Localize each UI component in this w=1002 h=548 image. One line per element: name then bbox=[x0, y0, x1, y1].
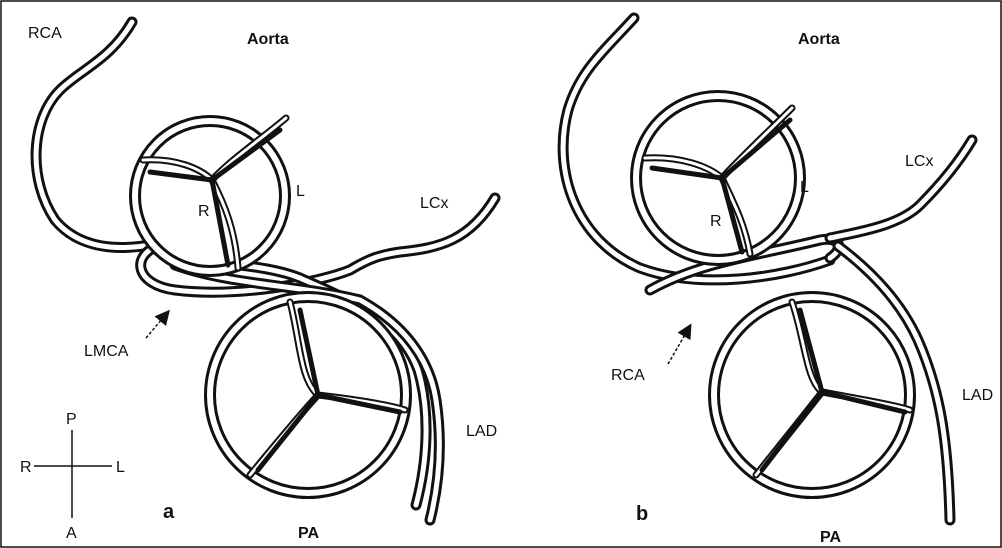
pa-label-a: PA bbox=[298, 525, 319, 542]
pa-label-b: PA bbox=[820, 529, 841, 546]
panel-b: Aorta R L LCx RCA LAD PA b bbox=[563, 18, 993, 546]
orientation-l-label: L bbox=[116, 459, 125, 476]
aortic-valve-a bbox=[135, 118, 286, 271]
aorta-label-a: Aorta bbox=[247, 31, 289, 48]
lcx-label-b: LCx bbox=[905, 153, 933, 170]
rca-label-a: RCA bbox=[28, 25, 62, 42]
cusp-l-label-a: L bbox=[296, 183, 305, 200]
lad-label-a: LAD bbox=[466, 423, 497, 440]
lcx-label-a: LCx bbox=[420, 195, 448, 212]
lmca-label-a: LMCA bbox=[84, 343, 129, 360]
cusp-r-label-b: R bbox=[710, 213, 722, 230]
panel-letter-b: b bbox=[636, 503, 648, 525]
lad-label-b: LAD bbox=[962, 387, 993, 404]
aorta-label-b: Aorta bbox=[798, 31, 840, 48]
orientation-a-label: A bbox=[66, 525, 77, 542]
panel-a: RCA Aorta R L LCx LMCA LAD PA a bbox=[28, 22, 497, 542]
orientation-cross: P A R L bbox=[20, 411, 125, 542]
orientation-r-label: R bbox=[20, 459, 32, 476]
panel-letter-a: a bbox=[163, 501, 175, 523]
rca-arrow-b bbox=[668, 326, 690, 364]
cusp-l-label-b: L bbox=[800, 179, 809, 196]
orientation-p-label: P bbox=[66, 411, 77, 428]
pulmonary-valve-b bbox=[714, 297, 910, 493]
rca-label-b: RCA bbox=[611, 367, 645, 384]
lmca-arrow bbox=[146, 312, 168, 338]
pulmonary-valve-a bbox=[210, 297, 406, 493]
aortic-valve-b bbox=[636, 96, 800, 260]
cusp-r-label-a: R bbox=[198, 203, 210, 220]
